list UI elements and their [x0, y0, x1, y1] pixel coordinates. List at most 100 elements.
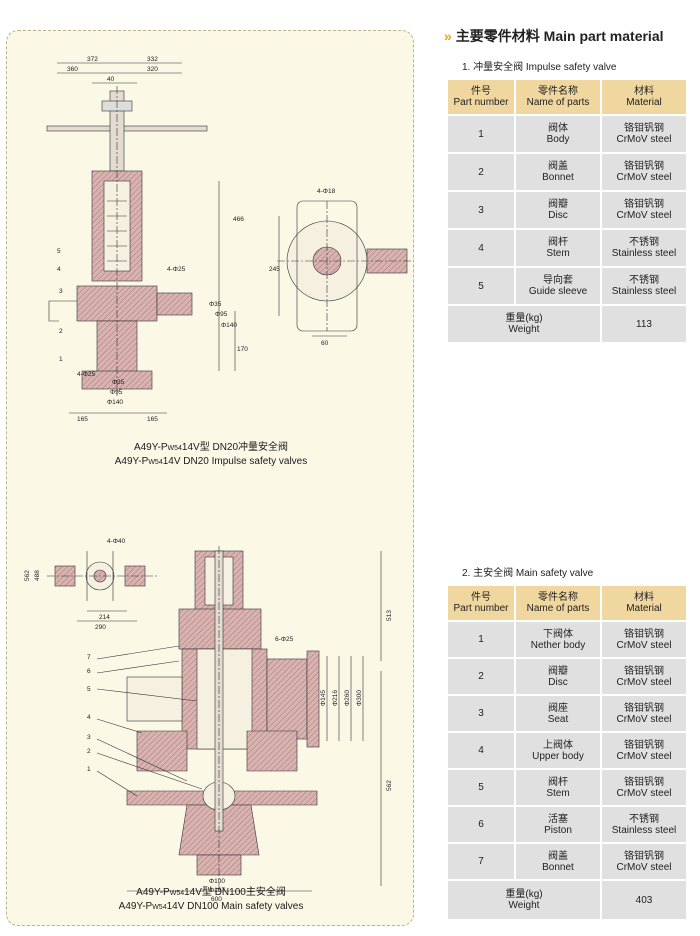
part-number-cell: 7 — [446, 842, 516, 881]
part-label: 2 — [87, 748, 91, 755]
dim-label: 290 — [95, 624, 106, 631]
part-number-cell: 2 — [446, 657, 516, 696]
dim-label: 245 — [269, 266, 280, 273]
dim-label: Φ100 — [209, 878, 225, 885]
part-label: 7 — [87, 654, 91, 661]
dim-label: 372 — [87, 56, 98, 63]
dim-label: 562 — [386, 780, 393, 791]
dim-label: 6-Φ25 — [275, 636, 294, 643]
dim-label: 562 — [24, 570, 31, 581]
part-label: 1 — [87, 766, 91, 773]
part-number-cell: 3 — [446, 694, 516, 733]
part-number-cell: 5 — [446, 266, 516, 306]
dim-label: 165 — [77, 416, 88, 423]
impulse-valve-drawing: 372 332 360 320 40 466 4-Φ18 245 60 4-Φ2… — [46, 56, 412, 423]
part-label: 1 — [59, 356, 63, 363]
main-caption: A49Y-PW5414V型 DN100主安全阀 A49Y-PW5414V DN1… — [118, 887, 304, 912]
part-number-cell: 2 — [446, 152, 516, 192]
part-label: 6 — [87, 668, 91, 675]
dim-label: 332 — [147, 56, 158, 63]
part-number-cell: 4 — [446, 228, 516, 268]
double-chevron-icon: » — [444, 28, 452, 44]
weight-value: 113 — [600, 304, 688, 344]
dim-label: Φ260 — [344, 690, 351, 706]
part-label: 4 — [87, 714, 91, 721]
dim-label: Φ140 — [221, 322, 237, 329]
weight-label: 重量(kg)Weight — [446, 304, 602, 344]
part-label: 5 — [57, 248, 61, 255]
part-number-cell: 4 — [446, 731, 516, 770]
part-label: 5 — [87, 686, 91, 693]
dim-label: 4-Φ25 — [77, 371, 96, 378]
main-table-title: 2. 主安全阀 Main safety valve — [462, 568, 594, 579]
dim-label: 360 — [67, 66, 78, 73]
part-label: 3 — [59, 288, 63, 295]
dim-label: Φ107 — [209, 887, 225, 894]
dim-label: 4-Φ40 — [107, 538, 126, 545]
weight-value: 403 — [600, 879, 688, 921]
part-label: 2 — [59, 328, 63, 335]
dim-label: Φ95 — [110, 389, 123, 396]
part-number-cell: 3 — [446, 190, 516, 230]
dim-label: Φ300 — [356, 690, 363, 706]
part-number-cell: 6 — [446, 805, 516, 844]
part-number-cell: 1 — [446, 620, 516, 659]
dim-label: 320 — [147, 66, 158, 73]
dim-label: 513 — [386, 610, 393, 621]
dim-label: 170 — [237, 346, 248, 353]
dim-label: Φ35 — [112, 379, 125, 386]
dim-label: Φ145 — [320, 690, 327, 706]
drawing-panel: 372 332 360 320 40 466 4-Φ18 245 60 4-Φ2… — [6, 30, 414, 926]
dim-label: 488 — [34, 570, 41, 581]
dim-label: 165 — [147, 416, 158, 423]
dim-label: 4-Φ25 — [167, 266, 186, 273]
dim-label: 600 — [211, 896, 222, 903]
dim-label: Φ216 — [332, 690, 339, 706]
dim-label: Φ140 — [107, 399, 123, 406]
part-number-cell: 5 — [446, 768, 516, 807]
dim-label: 4-Φ18 — [317, 188, 336, 195]
dim-label: Φ95 — [215, 311, 228, 318]
dim-label: 214 — [99, 614, 110, 621]
part-label: 4 — [57, 266, 61, 273]
part-label: 3 — [87, 734, 91, 741]
part-number-cell: 1 — [446, 114, 516, 154]
